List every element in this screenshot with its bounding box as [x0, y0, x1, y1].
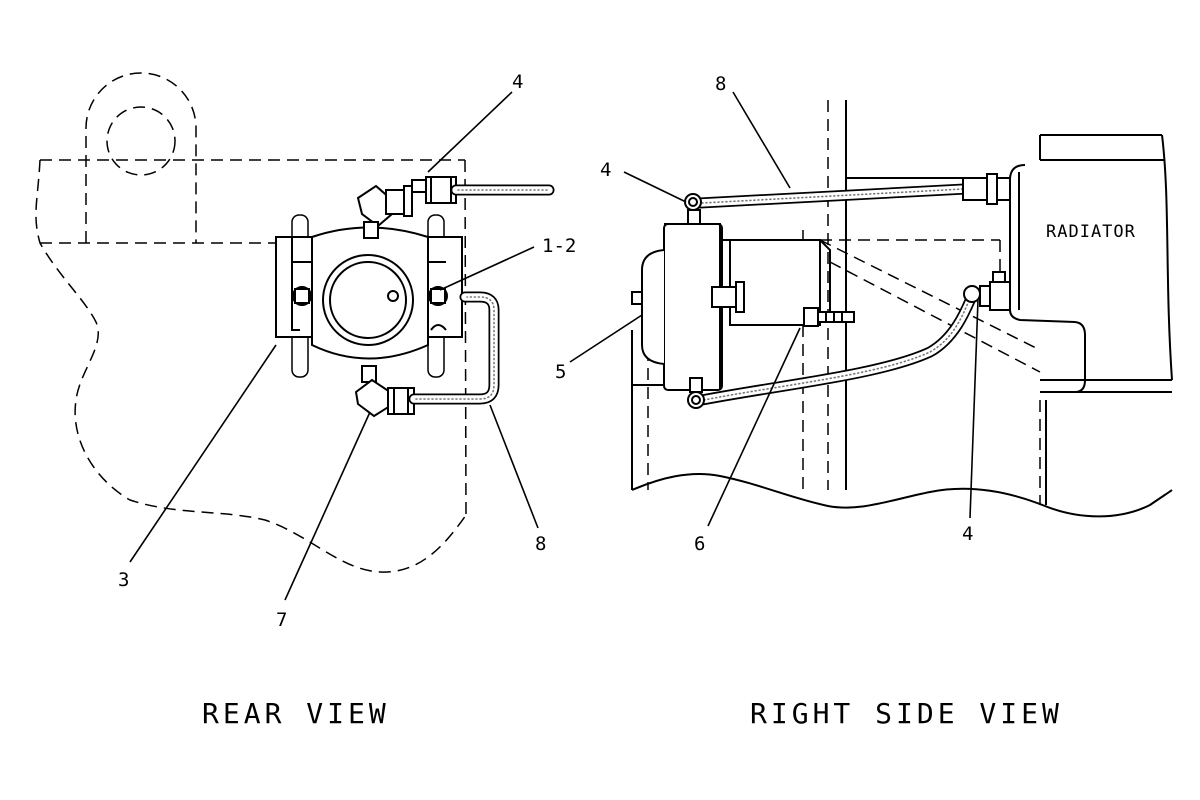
- right-side-view-title: RIGHT SIDE VIEW: [750, 697, 1063, 730]
- rear-top-fitting: [356, 176, 457, 239]
- rear-frame-outline: [35, 159, 467, 573]
- right-side-view: [631, 100, 1173, 518]
- side-bottom-hose: [687, 271, 1011, 409]
- side-top-hose: [684, 173, 1011, 225]
- callout-side-4-top: 4: [600, 159, 611, 181]
- callout-rear-4: 4: [512, 71, 523, 93]
- callout-rear-3: 3: [118, 569, 129, 591]
- leader-lines: [129, 91, 979, 601]
- side-break-line: [631, 473, 1173, 518]
- radiator-label: RADIATOR: [1046, 222, 1136, 242]
- rear-view: [35, 72, 555, 573]
- side-motor: [631, 223, 855, 391]
- rear-bottom-fitting: [354, 365, 415, 418]
- side-brace: [819, 239, 1041, 373]
- callout-side-8: 8: [715, 73, 726, 95]
- rear-u-hose: [408, 291, 500, 405]
- callout-rear-1-2: 1-2: [542, 235, 576, 257]
- callout-side-5: 5: [555, 361, 566, 383]
- callout-rear-7: 7: [276, 609, 287, 631]
- callout-side-4-bottom: 4: [962, 523, 973, 545]
- callout-rear-8: 8: [535, 533, 546, 555]
- pump-assembly: [275, 214, 463, 378]
- callout-labels: 4 1-2 3 7 8 8 4 5 6 4 RADIATOR: [118, 71, 1136, 631]
- rear-mounting-lug: [85, 72, 197, 243]
- radiator-housing: [999, 134, 1173, 505]
- rear-view-title: REAR VIEW: [202, 697, 390, 730]
- callout-side-6: 6: [694, 533, 705, 555]
